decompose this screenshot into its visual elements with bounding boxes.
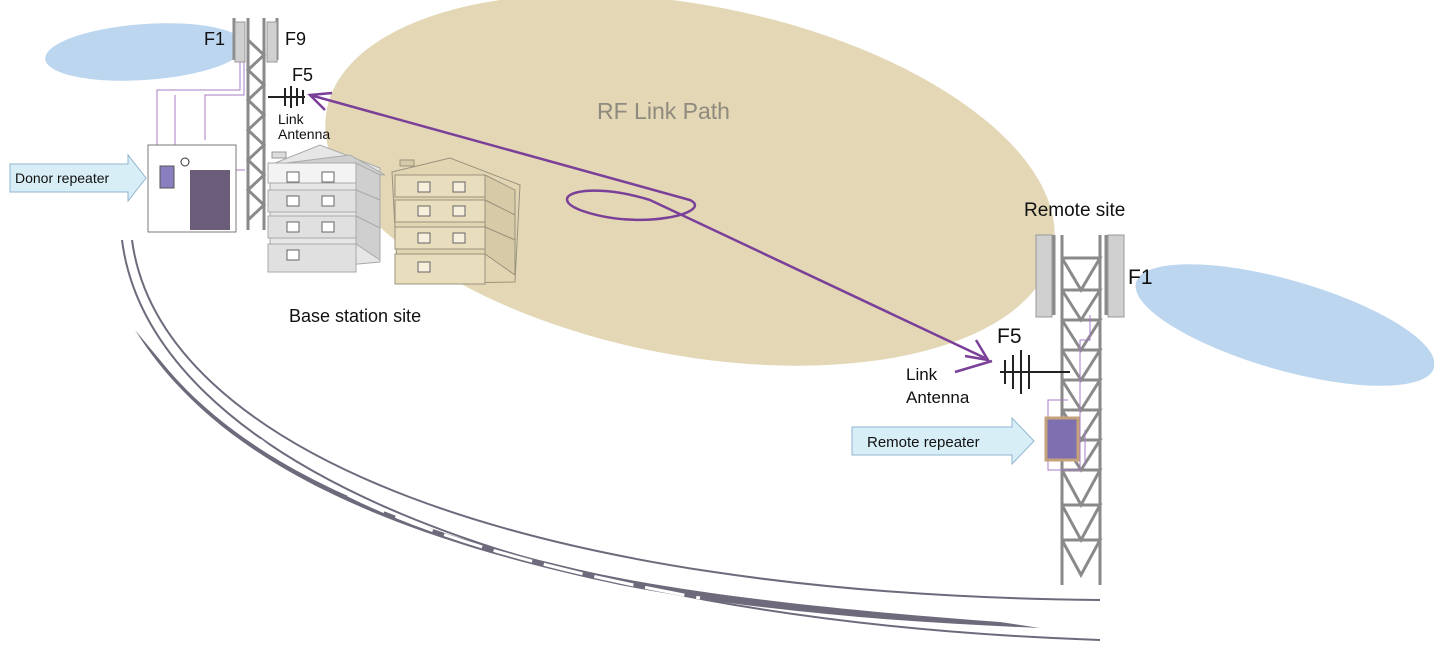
remote-panel-antenna-left [1035,234,1053,318]
remote-f5-label: F5 [997,325,1022,348]
link-arrow-head-base [307,91,333,111]
remote-feed-cables [1047,315,1091,471]
remote-coverage-lobe [1135,264,1434,386]
base-station-tower [232,18,279,230]
base-panel-antenna-left [234,21,246,63]
rf-link-path-line [309,93,986,360]
building-grey [267,144,386,273]
earth-curvature [121,239,1101,641]
remote-f1-label: F1 [1128,266,1153,289]
remote-link-antenna-label-1: Link [906,365,938,384]
donor-equipment-shelter [147,144,237,233]
building-beige [391,157,521,285]
base-coverage-lobe [45,23,245,81]
base-f1-label: F1 [204,29,225,49]
base-f5-label: F5 [292,65,313,85]
remote-link-antenna-icon [1000,350,1070,394]
base-f9-label: F9 [285,29,306,49]
donor-repeater-label: Donor repeater [15,170,110,186]
remote-repeater-arrow [851,416,1035,466]
link-arrow-head-remote [964,339,991,362]
remote-site-label: Remote site [1024,200,1125,221]
base-link-antenna-label-1: Link [278,111,305,127]
remote-link-antenna-label-2: Antenna [906,388,970,407]
base-station-site-label: Base station site [289,306,421,326]
donor-repeater-arrow [9,153,147,203]
remote-repeater-unit [1044,416,1080,462]
base-link-antenna-icon [268,86,305,108]
remote-link-pointer [954,359,993,374]
remote-panel-antenna-right [1107,234,1125,318]
rf-link-path-label: RF Link Path [597,98,730,124]
remote-repeater-label: Remote repeater [867,434,980,451]
base-link-antenna-label-2: Antenna [278,126,330,142]
base-panel-antenna-right [266,21,278,63]
